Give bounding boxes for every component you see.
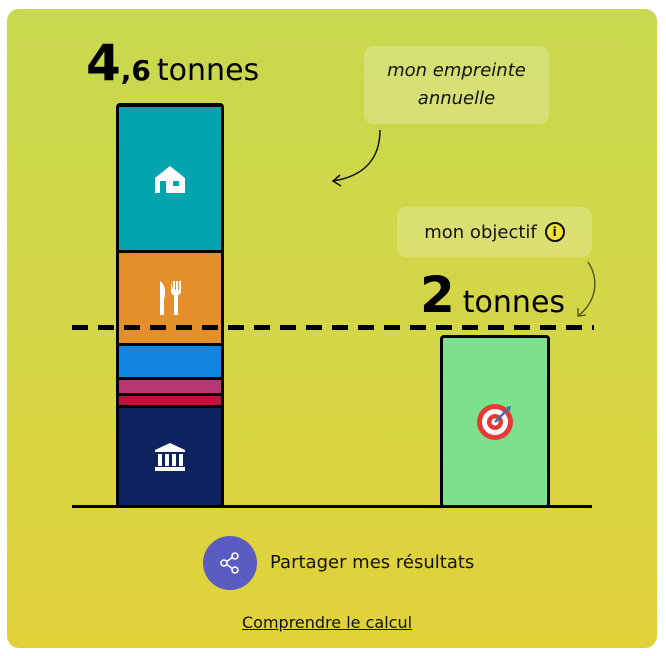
baseline xyxy=(72,505,592,508)
footprint-unit: tonnes xyxy=(156,53,260,88)
footprint-segment[interactable] xyxy=(119,380,221,393)
objective-unit: tonnes xyxy=(462,285,566,320)
objective-annotation: mon objectif i xyxy=(397,207,592,257)
footprint-annotation-text: mon empreinte annuelle xyxy=(387,60,526,109)
objective-annotation-text: mon objectif xyxy=(424,221,537,243)
arrow-icon xyxy=(577,261,596,317)
target-icon xyxy=(477,403,513,440)
footprint-annotation: mon empreinte annuelle xyxy=(364,46,549,124)
footprint-bar[interactable] xyxy=(116,103,224,508)
objective-total: 2 tonnes xyxy=(420,266,565,324)
objective-value: 2 xyxy=(420,266,455,324)
cutlery-icon xyxy=(157,279,183,317)
objective-bar[interactable] xyxy=(440,335,550,508)
footprint-segment[interactable] xyxy=(119,345,221,378)
footprint-segment[interactable] xyxy=(119,408,221,505)
share-label[interactable]: Partager mes résultats xyxy=(270,552,475,573)
footprint-total: 4 ,6 tonnes xyxy=(86,34,259,92)
footprint-int: 4 xyxy=(86,34,121,92)
footprint-segment[interactable] xyxy=(119,106,221,251)
objective-line xyxy=(72,325,594,330)
house-icon xyxy=(153,164,187,194)
share-button[interactable] xyxy=(203,536,257,590)
objective-segment xyxy=(443,338,547,505)
understand-calculation-link[interactable]: Comprendre le calcul xyxy=(242,613,413,632)
share-icon xyxy=(220,552,239,574)
bank-icon xyxy=(154,442,186,472)
info-icon[interactable]: i xyxy=(544,222,565,242)
arrow-icon xyxy=(331,129,381,187)
footprint-segment[interactable] xyxy=(119,395,221,406)
footprint-dec: ,6 xyxy=(120,54,151,87)
